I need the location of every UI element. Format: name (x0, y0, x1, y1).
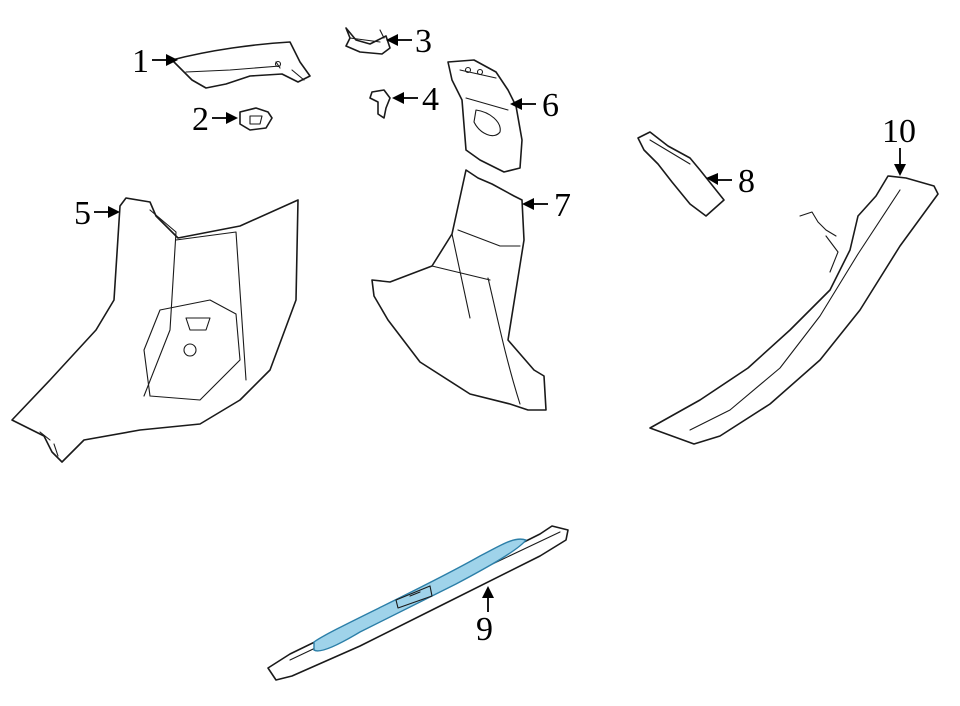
callout-9: 9 (476, 586, 494, 648)
callout-7: 7 (522, 187, 571, 224)
part-8-wedge-trim (637, 131, 725, 217)
part-1-trim-cover (171, 41, 311, 89)
part-5-lower-trim-panel (11, 197, 299, 463)
callout-label-5: 5 (74, 195, 91, 232)
callout-8: 8 (706, 163, 755, 200)
callout-label-1: 1 (132, 43, 149, 80)
sill-plate-highlight (313, 538, 528, 652)
callout-label-3: 3 (415, 23, 432, 60)
callout-label-7: 7 (554, 187, 571, 224)
part-9-sill-plate (267, 525, 569, 681)
callout-6: 6 (510, 87, 559, 124)
callout-label-6: 6 (542, 87, 559, 124)
callout-label-4: 4 (422, 81, 439, 118)
callout-label-2: 2 (192, 101, 209, 138)
part-7-center-pillar-trim (371, 169, 547, 411)
callout-label-8: 8 (738, 163, 755, 200)
callout-label-9: 9 (476, 611, 493, 648)
part-6-pillar-cover (447, 59, 523, 173)
part-10-long-trim-strip (649, 175, 939, 445)
callout-5: 5 (74, 195, 120, 232)
part-2-clip (239, 107, 273, 131)
callout-1: 1 (132, 43, 178, 80)
callout-10: 10 (882, 113, 916, 176)
callout-label-10: 10 (882, 113, 916, 150)
callout-4: 4 (392, 81, 439, 118)
callout-2: 2 (192, 101, 238, 138)
callout-3: 3 (386, 23, 432, 60)
part-3-bracket (345, 27, 391, 55)
part-4-small-bracket (369, 89, 391, 119)
